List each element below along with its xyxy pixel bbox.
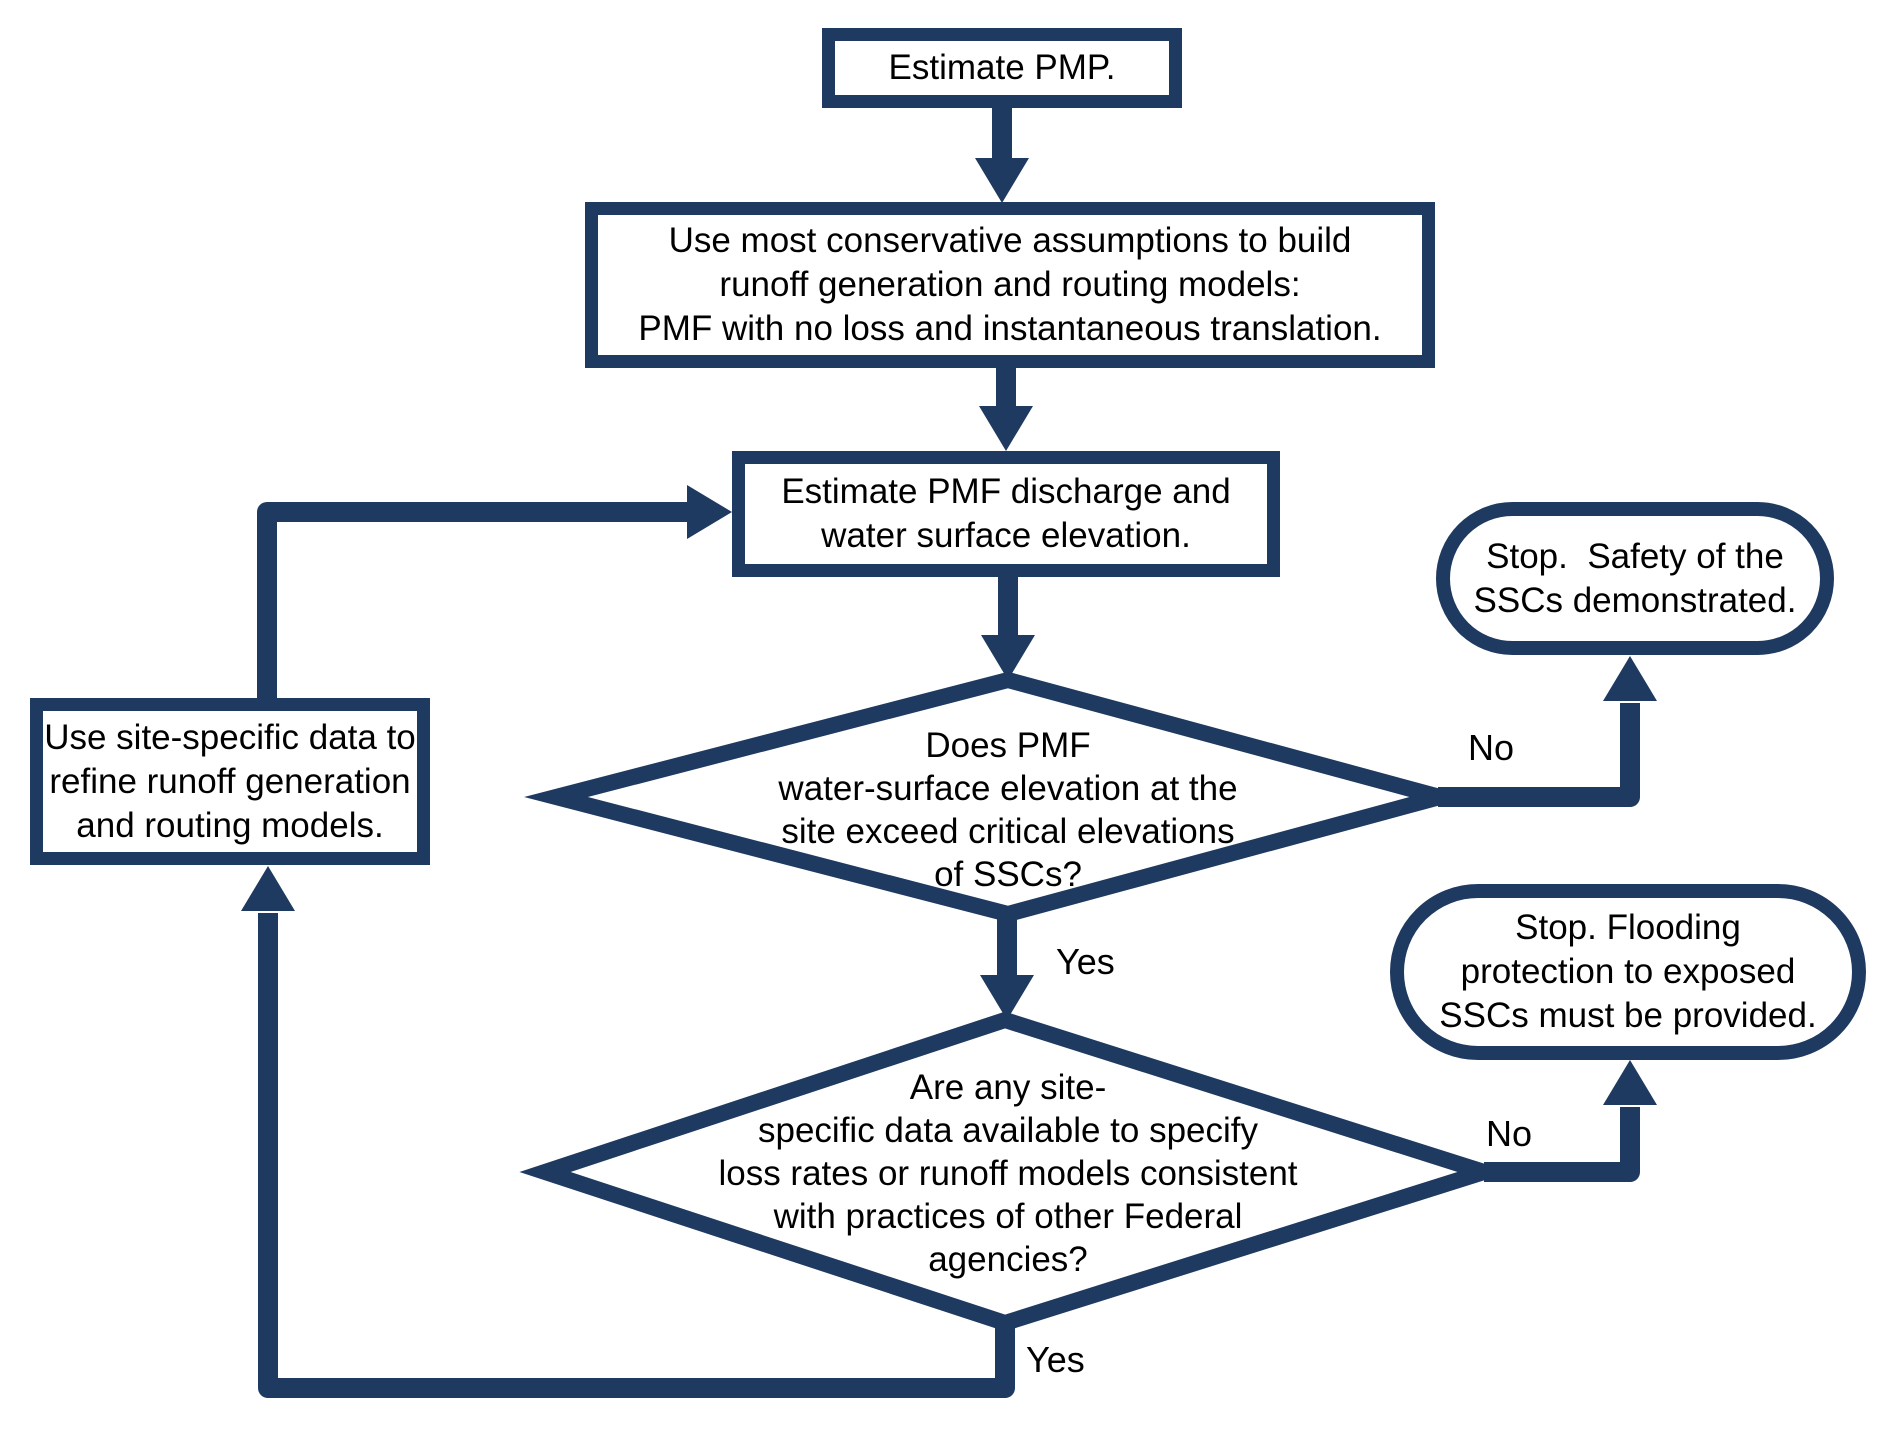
arrow-decision1-no-to-stop-safety <box>1438 703 1640 807</box>
arrowhead-down-into-decision2 <box>980 975 1034 1020</box>
arrowhead-right-into-discharge <box>687 485 732 539</box>
decision-site-data-diamond <box>519 1011 1511 1332</box>
node-build-models: Use most conservative assumptions to bui… <box>585 202 1435 368</box>
node-estimate-pmp: Estimate PMP. <box>822 28 1182 108</box>
node-estimate-discharge: Estimate PMF discharge and water surface… <box>732 451 1280 577</box>
arrow-decision2-yes-loop-to-refine <box>258 913 1015 1398</box>
arrowhead-up-into-stop-flooding <box>1603 1060 1657 1105</box>
decision-exceed-text: Does PMF water-surface elevation at the … <box>778 726 1238 894</box>
arrow-refine-to-discharge <box>257 502 689 700</box>
label-exceed-no: No <box>1468 727 1515 768</box>
label-exceed-yes: Yes <box>1056 941 1115 982</box>
arrowhead-down-into-discharge <box>979 406 1033 451</box>
decision-site-data-text: Are any site- specific data available to… <box>718 1068 1298 1279</box>
label-site-data-no: No <box>1486 1113 1533 1154</box>
arrowhead-down-into-assumptions <box>975 158 1029 203</box>
node-refine-models: Use site-specific data to refine runoff … <box>30 698 430 865</box>
arrowhead-up-into-refine <box>241 866 295 911</box>
arrowhead-down-into-decision1 <box>981 635 1035 680</box>
terminal-stop-safety: Stop. Safety of the SSCs demonstrated. <box>1436 502 1834 655</box>
terminal-stop-flooding: Stop. Flooding protection to exposed SSC… <box>1390 884 1866 1060</box>
decision-exceed-diamond <box>524 671 1471 923</box>
arrow-decision2-no-to-stop-flooding <box>1484 1107 1640 1182</box>
arrowhead-up-into-stop-safety <box>1603 656 1657 701</box>
label-site-data-yes: Yes <box>1026 1339 1085 1380</box>
